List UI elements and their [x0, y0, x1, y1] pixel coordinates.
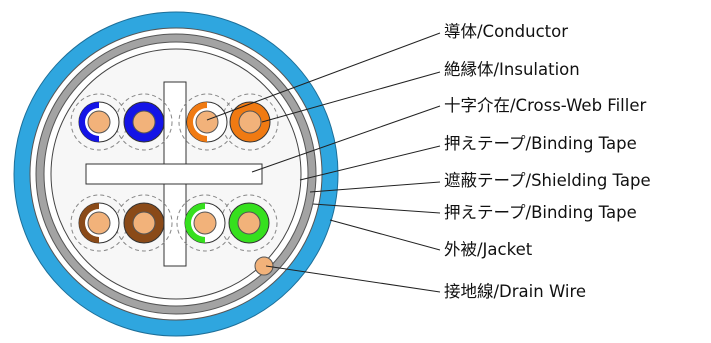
- conductor: [132, 211, 156, 235]
- pair-brown: [78, 202, 165, 244]
- label-cross-web-filler: 十字介在/Cross-Web Filler: [444, 96, 647, 115]
- conductor: [195, 110, 219, 134]
- label-conductor: 導体/Conductor: [444, 22, 568, 41]
- pair-green: [184, 202, 270, 244]
- leader-line-binding-tape-inner: [299, 145, 441, 181]
- conductor: [87, 110, 111, 134]
- pair-blue: [78, 101, 165, 143]
- cross-web-filler: [85, 81, 263, 267]
- conductor: [193, 211, 217, 235]
- leader-line-jacket: [329, 219, 441, 251]
- label-drain-wire: 接地線/Drain Wire: [444, 282, 587, 301]
- label-shielding-tape: 遮蔽テープ/Shielding Tape: [444, 171, 651, 190]
- leader-line-conductor: [206, 32, 441, 121]
- label-jacket: 外被/Jacket: [444, 240, 533, 259]
- label-binding-tape-inner: 押えテープ/Binding Tape: [444, 134, 637, 153]
- leader-line-cross-web: [251, 105, 441, 173]
- conductor: [132, 110, 156, 134]
- leader-line-binding-tape-outer: [312, 203, 441, 214]
- conductor: [237, 211, 261, 235]
- drain-wire: [254, 256, 274, 276]
- leader-line-insulation: [261, 71, 441, 123]
- label-insulation: 絶縁体/Insulation: [444, 60, 580, 79]
- leader-line-drain-wire: [265, 265, 441, 293]
- label-binding-tape-outer: 押えテープ/Binding Tape: [444, 203, 637, 222]
- conductor: [238, 110, 262, 134]
- conductor: [87, 211, 111, 235]
- leader-line-shielding-tape: [309, 181, 441, 193]
- pair-orange: [186, 101, 271, 143]
